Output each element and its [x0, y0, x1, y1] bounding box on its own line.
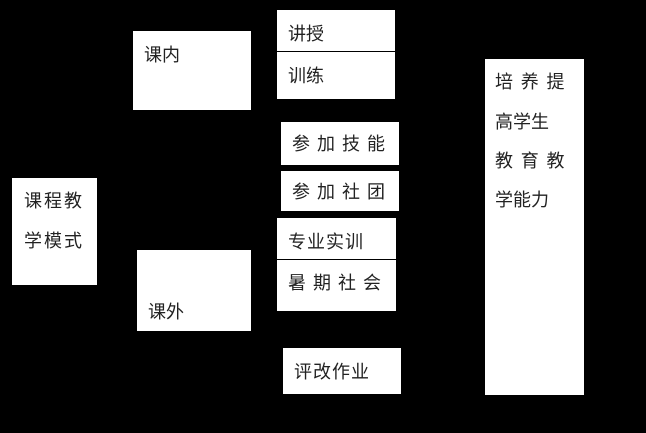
divider [277, 259, 396, 260]
in-class-box: 课内 [133, 31, 251, 110]
root-box: 课程教 学模式 [12, 178, 97, 285]
clubs-box: 参加社团 [281, 171, 399, 211]
in-class-label: 课内 [144, 45, 180, 66]
clubs-label: 参加社团 [292, 182, 392, 203]
skills-label: 参加技能 [292, 134, 392, 155]
divider [277, 51, 395, 52]
root-line-2: 学模式 [24, 231, 84, 252]
lecture-training-box: 讲授 训练 [277, 10, 395, 99]
grading-label: 评改作业 [294, 362, 370, 383]
out-class-box: 课外 [137, 250, 251, 331]
practice-label: 专业实训 [288, 232, 364, 253]
goal-line-2: 高学生 [495, 112, 549, 133]
out-class-label: 课外 [148, 302, 184, 323]
root-line-1: 课程教 [24, 191, 84, 212]
goal-line-1: 培 养 提 [495, 72, 566, 93]
summer-label: 暑期社会 [288, 273, 388, 294]
goal-line-4: 学能力 [495, 190, 549, 211]
skills-box: 参加技能 [281, 122, 399, 165]
goal-line-3: 教 育 教 [495, 151, 566, 172]
goal-box: 培 养 提 高学生 教 育 教 学能力 [485, 59, 584, 395]
practice-summer-box: 专业实训 暑期社会 [277, 218, 396, 311]
lecture-label: 讲授 [288, 24, 324, 45]
grading-box: 评改作业 [283, 348, 401, 394]
training-label: 训练 [288, 66, 324, 87]
